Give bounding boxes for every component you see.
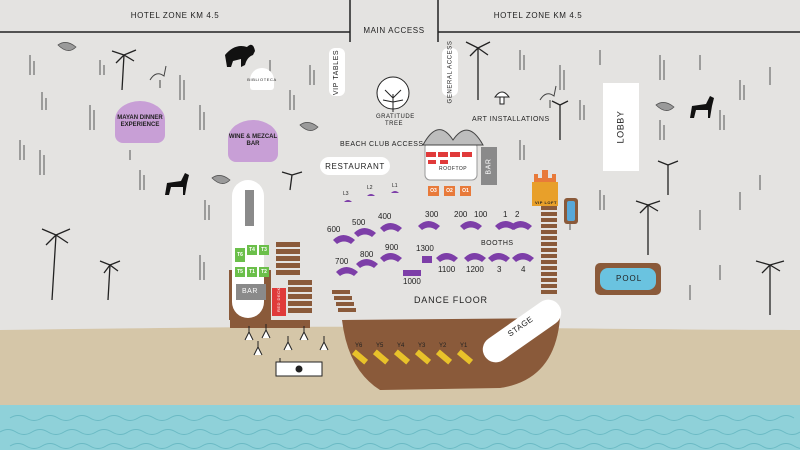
gratitude-tree-label: GRATITUDE TREE: [376, 114, 415, 128]
road-label-right: HOTEL ZONE KM 4.5: [493, 10, 583, 20]
yellow-loungers: [351, 349, 474, 365]
table-t6[interactable]: T6: [235, 248, 245, 262]
booth-1000[interactable]: 1000: [403, 277, 421, 286]
table-y5[interactable]: Y5: [376, 343, 384, 349]
lobby-label[interactable]: LOBBY: [615, 110, 626, 144]
crowd-sketch: [244, 324, 329, 377]
booth-2[interactable]: 2: [515, 210, 520, 219]
table-y6[interactable]: Y6: [355, 343, 363, 349]
flamingo-sketches: [149, 65, 557, 108]
rooftop-structure: [422, 129, 484, 181]
booth-600[interactable]: 600: [327, 225, 341, 234]
vegetation-sketches: [19, 50, 771, 300]
table-t2[interactable]: T2: [259, 267, 269, 277]
table-y2[interactable]: Y2: [439, 343, 447, 349]
stairs-left: [276, 242, 312, 313]
booth-3[interactable]: 3: [497, 265, 502, 274]
table-y1[interactable]: Y1: [460, 343, 468, 349]
art-installations-label: ART INSTALLATIONS: [472, 116, 550, 123]
table-o3[interactable]: O3: [428, 186, 439, 196]
booths-label: BOOTHS: [481, 240, 514, 247]
booth-1300[interactable]: 1300: [416, 244, 434, 253]
table-o2[interactable]: O2: [444, 186, 455, 196]
table-t1[interactable]: T1: [247, 267, 257, 277]
booth-900[interactable]: 900: [385, 243, 399, 252]
booths: [333, 221, 534, 276]
wine-mezcal-bar-area[interactable]: WINE & MEZCAL BAR: [228, 120, 278, 162]
booth-400[interactable]: 400: [378, 212, 392, 221]
gratitude-tree-icon: [376, 76, 410, 112]
table-t4[interactable]: T4: [247, 245, 257, 255]
leaf-icons: [57, 42, 675, 184]
road-label-left: HOTEL ZONE KM 4.5: [130, 10, 220, 20]
beach-club-access-label: BEACH CLUB ACCESS: [340, 141, 424, 148]
red-deck-label: RED DECK: [276, 287, 281, 312]
rooftop-label: ROOFTOP: [439, 166, 468, 172]
table-l2[interactable]: L2: [367, 185, 373, 191]
table-l1[interactable]: L1: [392, 183, 398, 189]
table-t5[interactable]: T5: [235, 267, 245, 277]
sea: [0, 405, 800, 450]
dance-floor-label: DANCE FLOOR: [414, 295, 488, 305]
animal-silhouettes: [165, 44, 714, 195]
restaurant-sign[interactable]: RESTAURANT: [320, 157, 390, 175]
stage-platform: [482, 299, 562, 363]
mushroom-icon: [494, 91, 510, 105]
bar-left-label[interactable]: BAR: [242, 288, 258, 295]
booth-4[interactable]: 4: [521, 265, 526, 274]
vip-loft-building: [532, 170, 578, 224]
booth-500[interactable]: 500: [352, 218, 366, 227]
booth-1100[interactable]: 1100: [438, 265, 456, 274]
pool-water: [600, 268, 656, 290]
vip-loft-label: VIP LOFT: [535, 200, 557, 205]
main-access-label[interactable]: MAIN ACCESS: [363, 25, 425, 35]
wave-lines: [0, 415, 800, 449]
vip-tables-sign[interactable]: VIP TABLES: [329, 48, 345, 96]
stairs-center: [332, 290, 356, 312]
booth-1200[interactable]: 1200: [466, 265, 484, 274]
biblioteca-building[interactable]: BIBLIOTECA: [247, 68, 276, 90]
booth-800[interactable]: 800: [360, 250, 374, 259]
booth-700[interactable]: 700: [335, 257, 349, 266]
table-y3[interactable]: Y3: [418, 343, 426, 349]
table-t3[interactable]: T3: [259, 245, 269, 255]
palm-trees: [41, 41, 785, 315]
booth-200[interactable]: 200: [454, 210, 468, 219]
table-y4[interactable]: Y4: [397, 343, 405, 349]
table-l3[interactable]: L3: [343, 191, 349, 197]
booth-100[interactable]: 100: [474, 210, 488, 219]
booth-1[interactable]: 1: [503, 210, 508, 219]
lobby-building: [603, 83, 639, 171]
lounge-chairs: [344, 191, 399, 202]
table-o1[interactable]: O1: [460, 186, 471, 196]
booth-300[interactable]: 300: [425, 210, 439, 219]
stairs-right: [541, 206, 557, 294]
road-band: [0, 0, 800, 32]
pool-label: POOL: [616, 274, 643, 283]
general-access-sign[interactable]: GENERAL ACCESS: [442, 41, 458, 103]
bar-right-label[interactable]: BAR: [485, 157, 493, 175]
mayan-dinner-area[interactable]: MAYAN DINNER EXPERIENCE: [115, 101, 165, 143]
bar-right-building: [481, 147, 497, 185]
